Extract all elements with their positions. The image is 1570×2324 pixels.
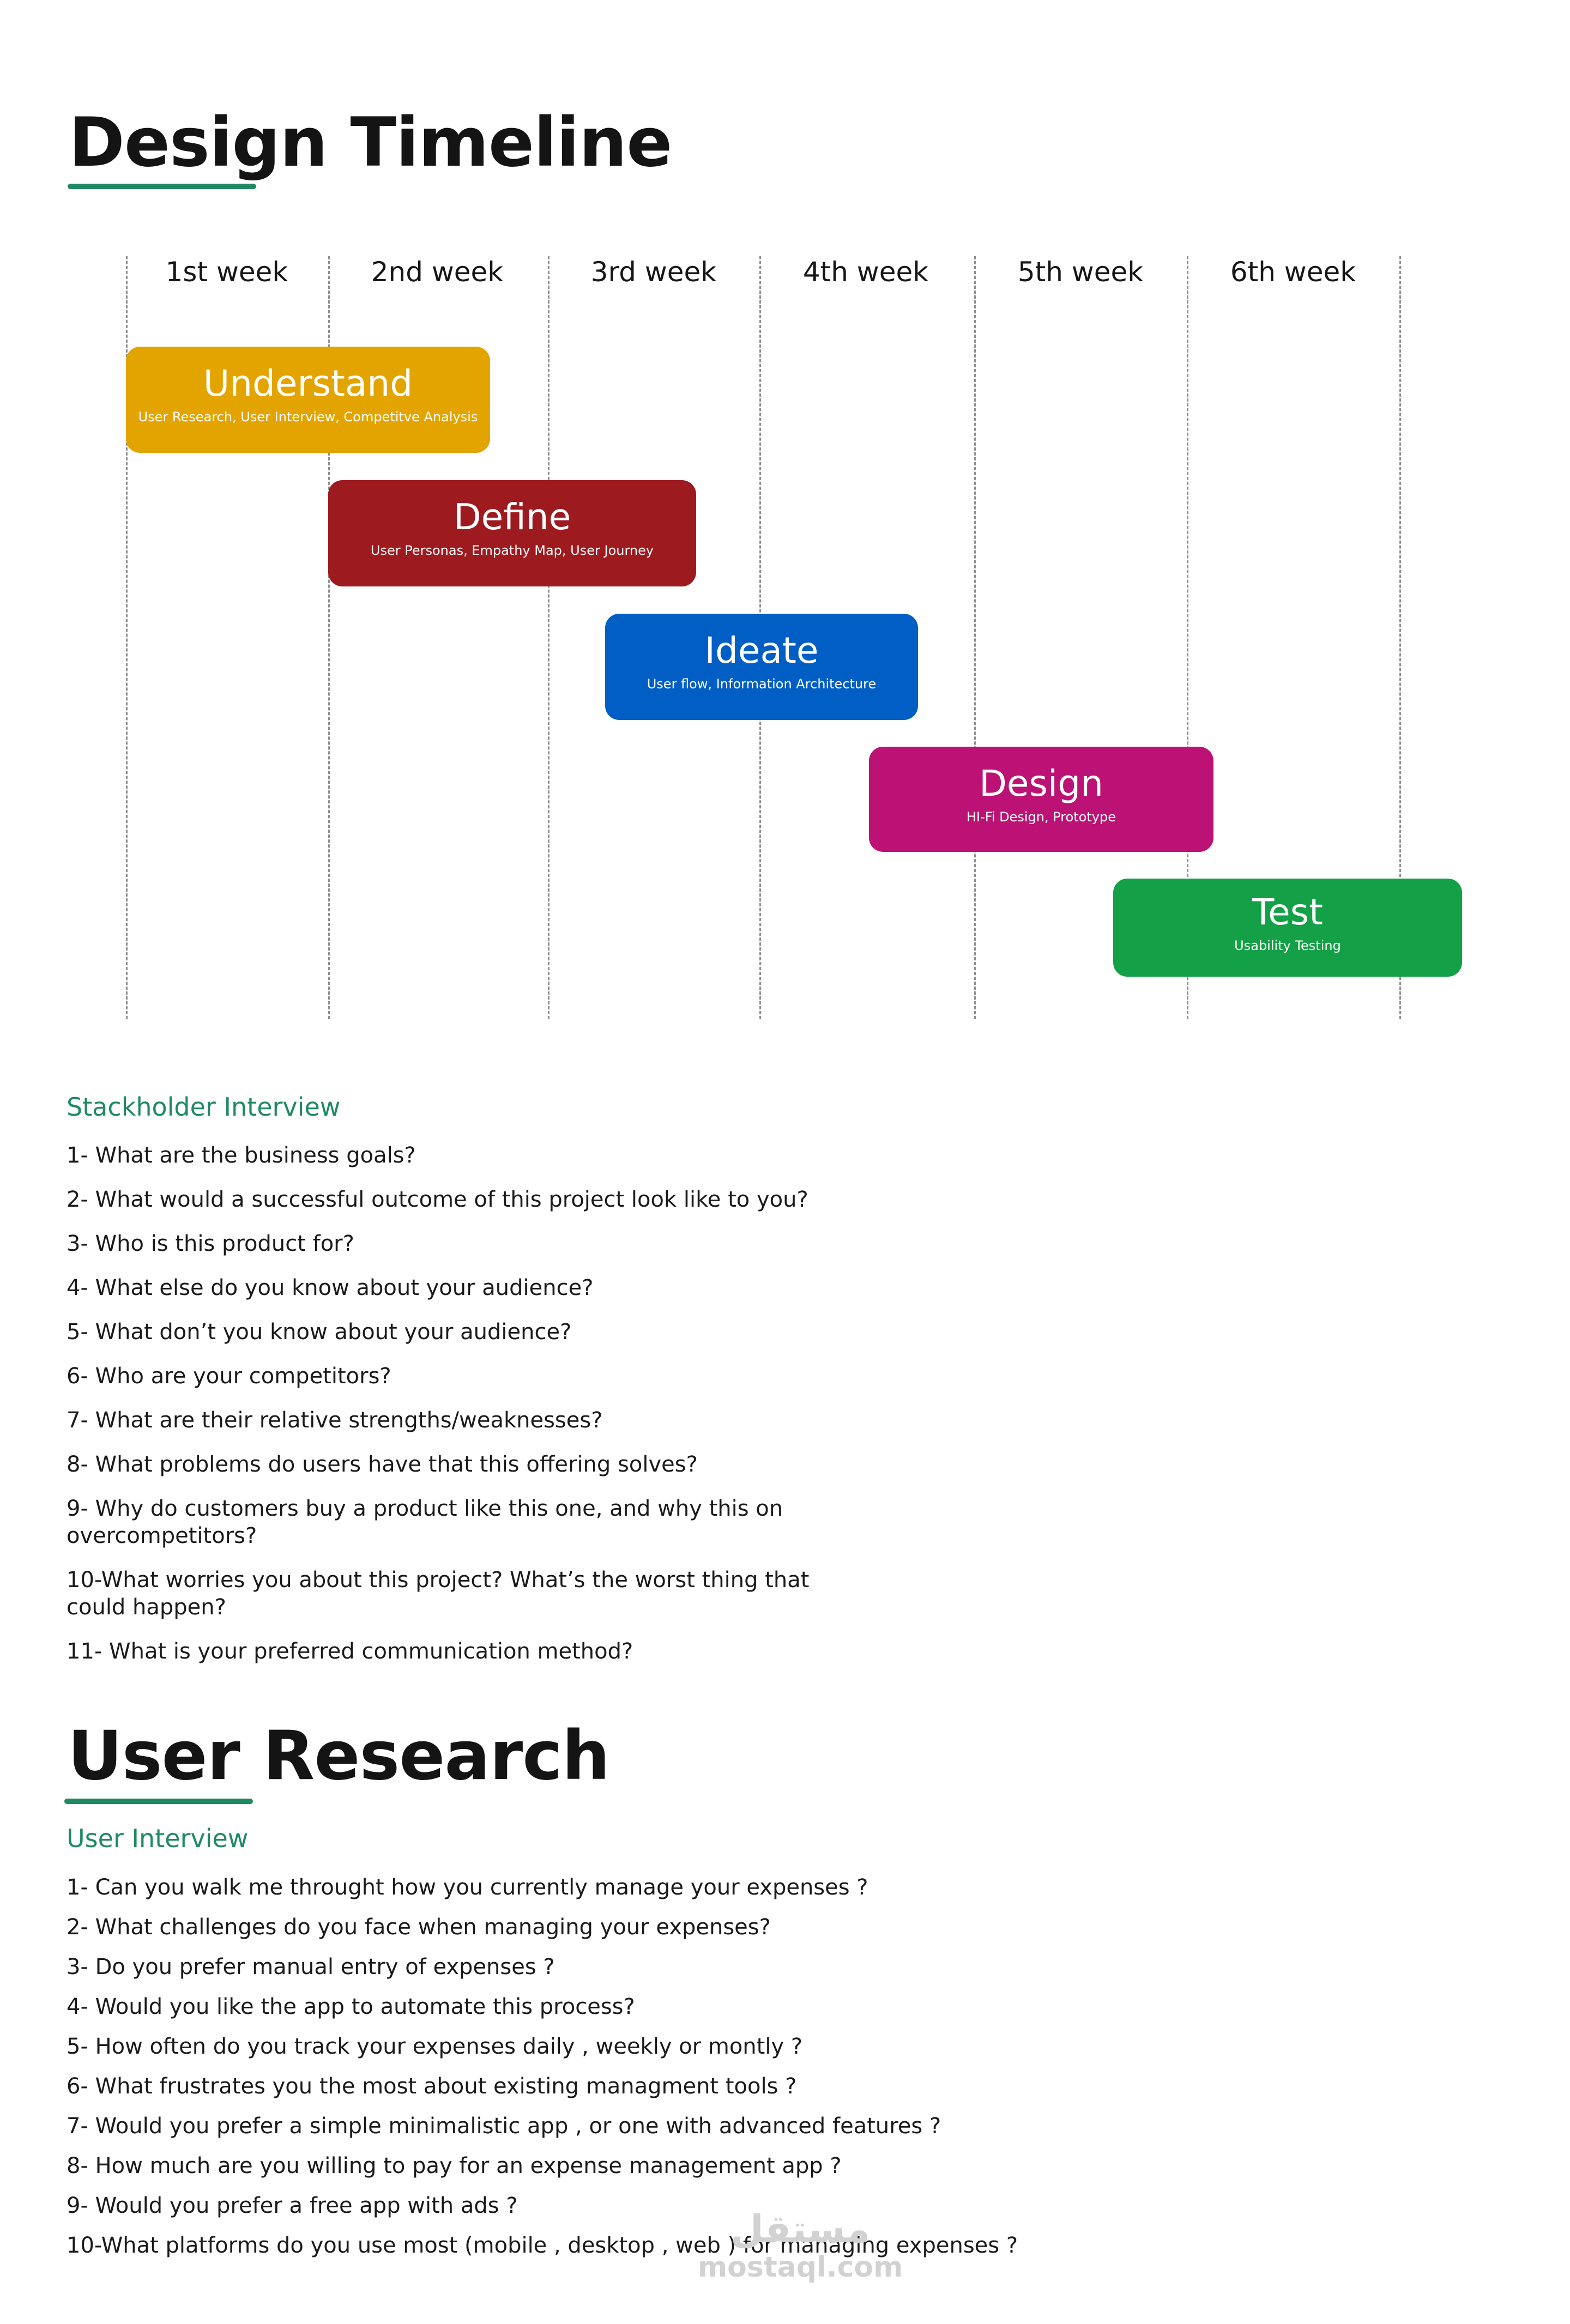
phase-subtitle: User Research, User Interview, Competitv… — [138, 409, 478, 425]
list-item: 8- How much are you willing to pay for a… — [67, 2153, 842, 2178]
list-item: 1- Can you walk me throught how you curr… — [67, 1875, 868, 1900]
list-item: 2- What would a successful outcome of th… — [67, 1187, 808, 1212]
phase-design: Design HI-Fi Design, Prototype — [869, 747, 1213, 852]
list-item: 3- Who is this product for? — [67, 1231, 354, 1256]
phase-subtitle: User Personas, Empathy Map, User Journey — [370, 543, 654, 558]
list-item: 8- What problems do users have that this… — [67, 1452, 698, 1477]
list-item: 2- What challenges do you face when mana… — [67, 1915, 771, 1940]
user-research-title: User Research — [68, 1717, 610, 1795]
list-item: 6- What frustrates you the most about ex… — [67, 2074, 797, 2099]
phase-title: Define — [453, 496, 571, 538]
phase-title: Test — [1252, 891, 1323, 933]
title-underline — [64, 1799, 253, 1804]
week-label: 1st week — [165, 256, 288, 288]
week-label: 5th week — [1017, 256, 1144, 288]
week-divider — [548, 256, 550, 1019]
phase-subtitle: Usability Testing — [1234, 938, 1341, 953]
week-label: 6th week — [1230, 256, 1356, 288]
phase-define: Define User Personas, Empathy Map, User … — [328, 480, 696, 586]
phase-title: Design — [979, 762, 1103, 804]
week-divider — [974, 256, 976, 1019]
list-item: 6- Who are your competitors? — [67, 1364, 391, 1389]
list-item: 5- What don’t you know about your audien… — [67, 1320, 572, 1345]
list-item: 11- What is your preferred communication… — [67, 1639, 633, 1664]
user-interview-question-list: 1- Can you walk me throught how you curr… — [67, 1874, 1018, 2272]
week-label: 2nd week — [371, 256, 504, 288]
week-divider — [126, 256, 128, 1019]
list-item: 5- How often do you track your expenses … — [67, 2034, 803, 2059]
phase-ideate: Ideate User flow, Information Architectu… — [605, 614, 918, 720]
list-item: 3- Do you prefer manual entry of expense… — [67, 1954, 555, 1980]
watermark-text: mostaql.com — [698, 2251, 903, 2284]
phase-subtitle: HI-Fi Design, Prototype — [966, 809, 1116, 825]
page-title: Design Timeline — [69, 104, 672, 182]
stakeholder-interview-heading: Stackholder Interview — [67, 1092, 341, 1122]
phase-title: Understand — [203, 362, 413, 404]
list-item: 1- What are the business goals? — [67, 1143, 416, 1168]
week-divider — [1187, 256, 1188, 1019]
phase-understand: Understand User Research, User Interview… — [126, 347, 490, 453]
week-label: 3rd week — [590, 256, 717, 288]
week-label: 4th week — [802, 256, 929, 288]
phase-title: Ideate — [704, 630, 819, 671]
watermark-logo: مستقل — [730, 2207, 871, 2252]
list-item: 4- What else do you know about your audi… — [67, 1275, 594, 1300]
list-item: 9- Why do customers buy a product like t… — [67, 1496, 783, 1548]
list-item: 7- Would you prefer a simple minimalisti… — [67, 2114, 941, 2139]
title-underline — [68, 184, 256, 189]
list-item: 10-What platforms do you use most (mobil… — [67, 2233, 1018, 2258]
list-item: 7- What are their relative strengths/wea… — [67, 1408, 603, 1433]
phase-subtitle: User flow, Information Architecture — [647, 676, 877, 692]
user-interview-heading: User Interview — [67, 1824, 249, 1853]
week-divider — [1399, 256, 1401, 1019]
list-item: 10-What worries you about this project? … — [67, 1568, 810, 1620]
list-item: 9- Would you prefer a free app with ads … — [67, 2193, 518, 2218]
stakeholder-question-list: 1- What are the business goals? 2- What … — [67, 1142, 841, 1682]
list-item: 4- Would you like the app to automate th… — [67, 1994, 635, 2019]
watermark: مستقل mostaql.com — [698, 2207, 903, 2284]
week-divider — [328, 256, 330, 1019]
phase-test: Test Usability Testing — [1113, 879, 1462, 977]
